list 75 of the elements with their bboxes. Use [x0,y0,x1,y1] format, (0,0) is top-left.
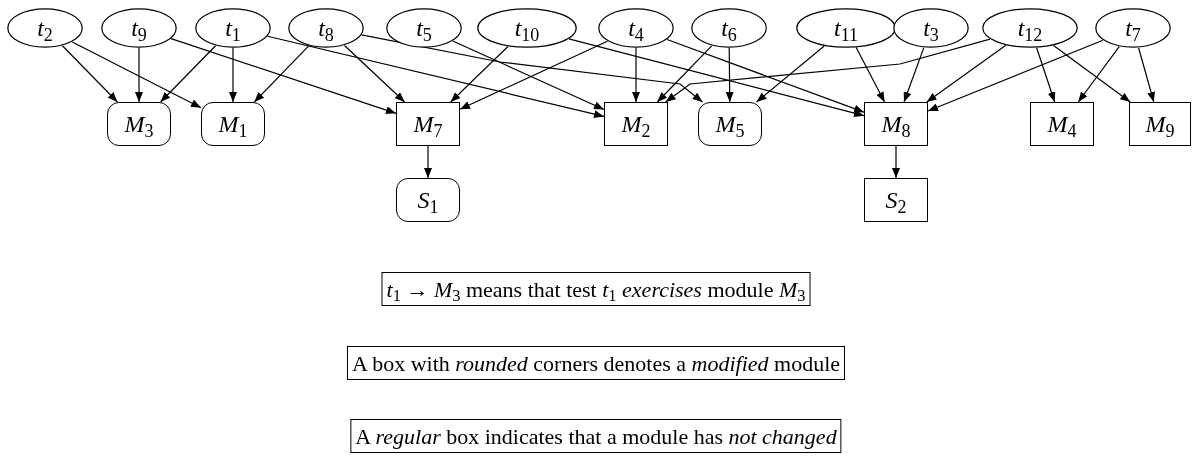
test-ellipse [7,8,83,48]
node-label: t$_{4}$ [628,16,644,40]
node-label: t$_{2}$ [37,16,53,40]
note-text: A regular box indicates that a module has not changed [355,422,837,451]
arrow [632,47,640,103]
arrow [267,35,605,118]
node-label: t$_{1}$ [225,16,241,40]
rounded-module-box [201,102,265,146]
test-ellipse [982,8,1078,48]
arrow [135,47,143,103]
module-box [864,178,928,222]
arrow [725,47,734,103]
test-ellipse [796,8,896,48]
module-box [604,102,668,146]
node-label: S$_{2}$ [885,188,907,212]
arrow [903,47,925,103]
test-ellipse [691,8,767,48]
node-label: M$_{1}$ [218,112,248,136]
arrow [229,47,237,103]
arrow [756,45,825,103]
module-box [396,102,460,146]
arrow [926,44,1007,103]
node-label: M$_{8}$ [881,112,911,136]
module-box [1030,102,1094,146]
note-text: t$_{1}$ → M$_{3}$ means that test t$_{1}$ exercises module M$_{3}$ [386,275,806,306]
arrow [1036,47,1056,103]
rounded-module-box [396,178,460,222]
node-label: t$_{11}$ [834,16,858,40]
arrow [170,38,397,114]
arrow [666,38,865,113]
arrow [361,34,704,103]
arrow [253,45,310,103]
rounded-module-box [698,102,762,146]
node-label: t$_{6}$ [721,16,737,40]
arrow [450,45,509,103]
node-label: t$_{9}$ [131,16,147,40]
node-label: t$_{5}$ [416,16,432,40]
node-label: M$_{3}$ [124,112,154,136]
node-label: t$_{10}$ [514,16,540,40]
node-label: M$_{9}$ [1145,112,1175,136]
arrow [656,45,713,103]
arrow [159,45,217,103]
test-ellipse [386,8,462,48]
rounded-module-box [107,102,171,146]
arrow [1053,44,1131,103]
node-label: S$_{1}$ [417,188,439,212]
node-label: M$_{5}$ [715,112,745,136]
arrow [424,145,432,179]
test-ellipse [101,8,177,48]
arrow [1137,47,1155,103]
node-label: M$_{2}$ [621,112,651,136]
arrow [1077,46,1120,103]
node-label: M$_{7}$ [413,112,443,136]
test-ellipse [1095,8,1171,48]
arrow [927,39,1104,112]
test-ellipse [477,8,577,48]
test-ellipse [598,8,674,48]
node-label: t$_{12}$ [1017,16,1043,40]
arrow [665,38,991,103]
note-text: A box with rounded corners denotes a modified module [352,349,840,378]
module-box [1129,102,1191,146]
node-label: t$_{3}$ [923,16,939,40]
arrow [61,45,119,103]
node-label: t$_{7}$ [1125,16,1141,40]
test-ellipse [195,8,271,48]
node-label: M$_{4}$ [1047,112,1077,136]
arrow [855,47,886,103]
test-ellipse [893,8,969,48]
module-box [864,102,928,146]
arrow [71,41,202,109]
arrow [343,44,406,103]
test-ellipse [288,8,364,48]
arrow [568,38,865,118]
node-label: t$_{8}$ [318,16,334,40]
arrow [892,145,900,179]
